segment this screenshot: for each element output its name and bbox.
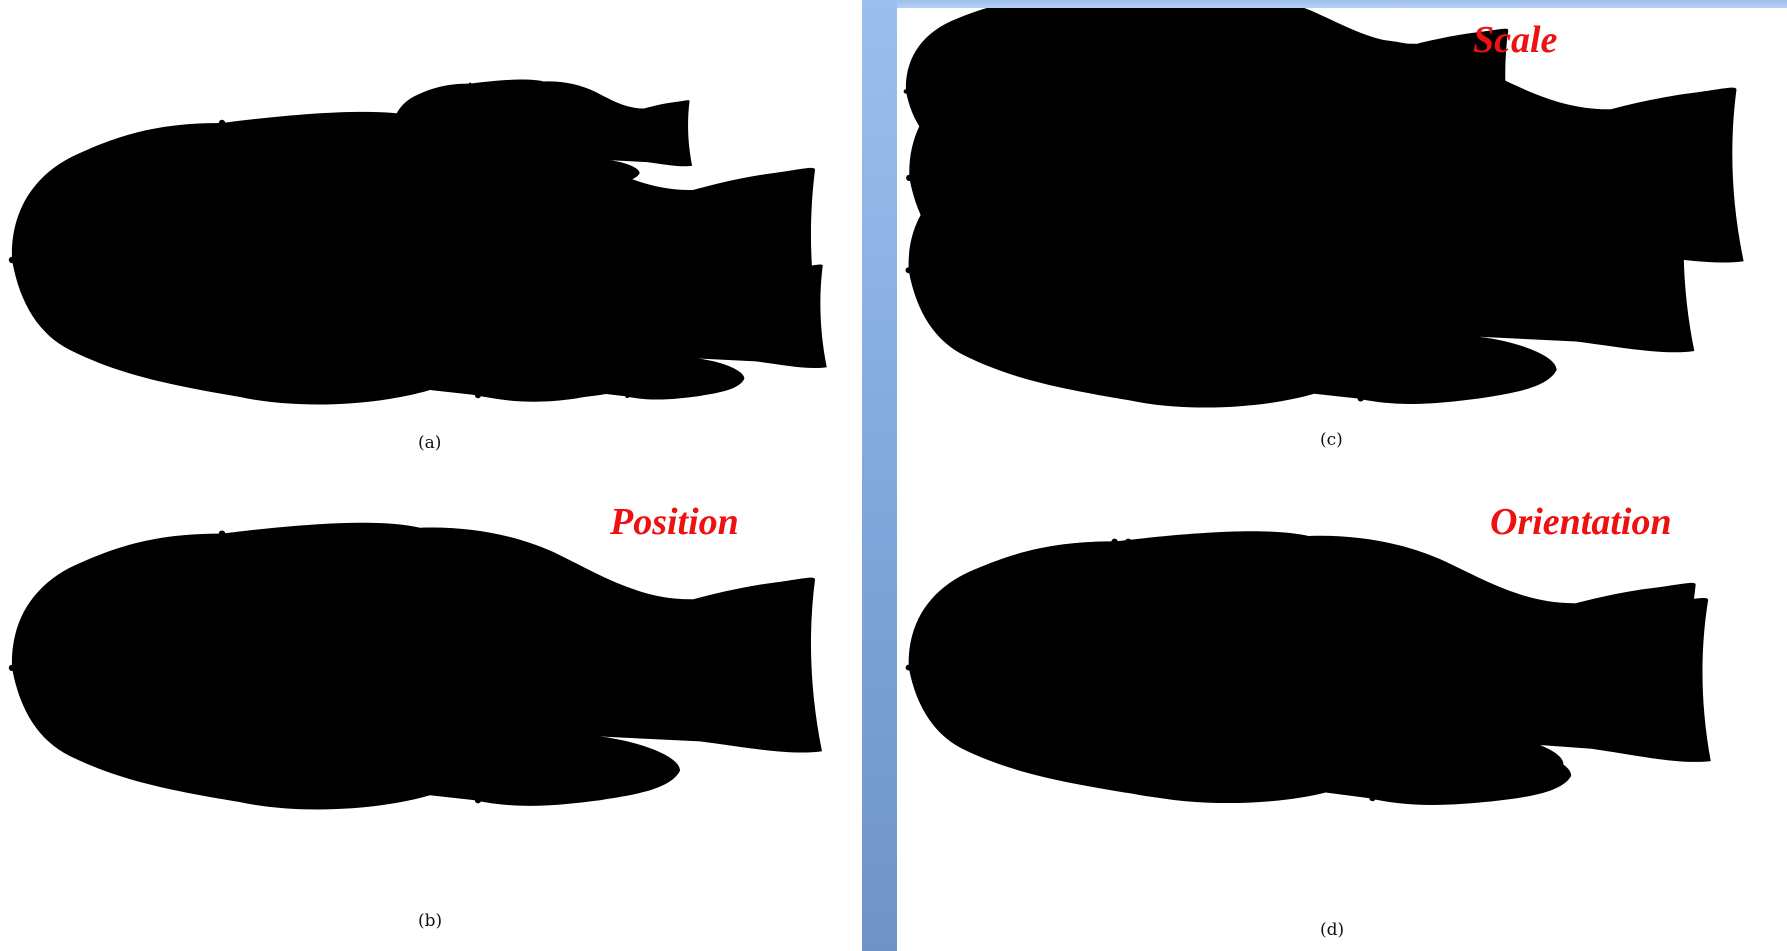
panel-a-caption: (a) [418,433,441,453]
left-column: (a) (b) Position [0,0,862,951]
panel-b-figure [9,523,822,810]
column-divider [862,0,897,951]
panel-a-figure [9,80,827,405]
panel-c-tag-scale: Scale [1473,18,1557,62]
panel-d-figure [906,526,1717,816]
left-figures-svg [0,0,862,951]
top-accent-bar [897,0,1787,8]
right-column: (c) (d) Scale Orientation [897,8,1787,951]
panel-c-caption: (c) [1320,430,1343,450]
panel-b-tag-position: Position [610,500,739,544]
panel-d-caption: (d) [1320,920,1344,940]
panel-b-main-fish [9,523,822,810]
panel-b-caption: (b) [418,911,442,931]
panel-c-figure [904,8,1744,407]
panel-d-tag-orientation: Orientation [1490,500,1672,544]
panel-d-main-fish [906,531,1703,800]
right-figures-svg [897,8,1787,951]
